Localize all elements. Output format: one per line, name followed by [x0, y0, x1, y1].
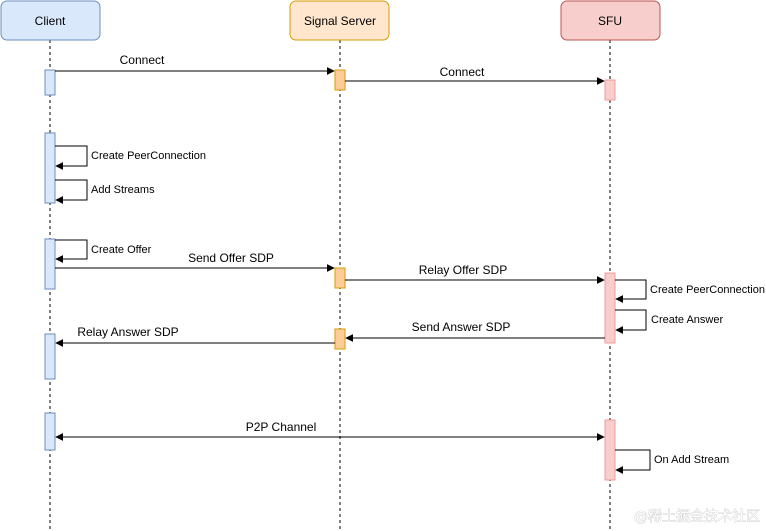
activation-signal-1 — [334, 69, 346, 91]
self-call-sfu-on-add-stream-label: On Add Stream — [654, 454, 729, 466]
activation-signal-3 — [334, 328, 346, 350]
activation-client-5 — [44, 412, 56, 451]
actor-sfu: SFU — [560, 0, 661, 41]
message-send-answer-sdp-label: Send Answer SDP — [412, 320, 511, 334]
self-call-client-create-peerconnection-label: Create PeerConnection — [91, 150, 206, 162]
self-call-client-create-peerconnection: Create PeerConnection — [55, 145, 206, 170]
self-call-sfu-on-add-stream: On Add Stream — [615, 449, 729, 474]
activation-client-4 — [44, 333, 56, 380]
message-relay-offer-sdp-label: Relay Offer SDP — [419, 263, 507, 277]
self-call-client-create-offer-label: Create Offer — [91, 244, 152, 256]
message-client-signal-connect-label: Connect — [120, 53, 165, 67]
message-signal-sfu-connect-label: Connect — [440, 65, 485, 79]
activation-client-1 — [44, 69, 56, 96]
message-send-answer-sdp: Send Answer SDP — [345, 320, 605, 342]
self-call-sfu-create-peerconnection: Create PeerConnection — [615, 279, 765, 303]
message-send-offer-sdp-label: Send Offer SDP — [188, 251, 274, 265]
message-p2p-channel-label: P2P Channel — [246, 420, 317, 434]
actor-signal-server: Signal Server — [289, 0, 390, 41]
self-call-sfu-create-peerconnection-label: Create PeerConnection — [650, 284, 765, 296]
message-client-signal-connect: Connect — [55, 53, 335, 75]
message-relay-answer-sdp-label: Relay Answer SDP — [77, 325, 178, 339]
actor-signal-server-label: Signal Server — [304, 14, 376, 28]
actor-client: Client — [0, 0, 101, 41]
self-call-sfu-create-answer: Create Answer — [615, 309, 723, 334]
self-call-client-add-streams: Add Streams — [55, 179, 155, 204]
activation-sfu-3 — [604, 419, 616, 481]
message-p2p-channel: P2P Channel — [55, 420, 605, 441]
activation-signal-2 — [334, 267, 346, 289]
activation-sfu-1 — [604, 79, 616, 101]
self-call-client-add-streams-label: Add Streams — [91, 184, 155, 196]
message-signal-sfu-connect: Connect — [345, 65, 605, 85]
self-call-client-create-offer: Create Offer — [55, 239, 152, 263]
activation-client-3 — [44, 238, 56, 290]
message-send-offer-sdp: Send Offer SDP — [55, 251, 335, 272]
message-relay-offer-sdp: Relay Offer SDP — [345, 263, 605, 284]
activation-client-2 — [44, 132, 56, 204]
message-relay-answer-sdp: Relay Answer SDP — [55, 325, 335, 347]
actor-sfu-label: SFU — [598, 14, 622, 28]
watermark: @稀土掘金技术社区 — [634, 509, 760, 525]
self-call-sfu-create-answer-label: Create Answer — [651, 314, 723, 326]
activation-sfu-2 — [604, 272, 616, 344]
actor-client-label: Client — [35, 14, 66, 28]
